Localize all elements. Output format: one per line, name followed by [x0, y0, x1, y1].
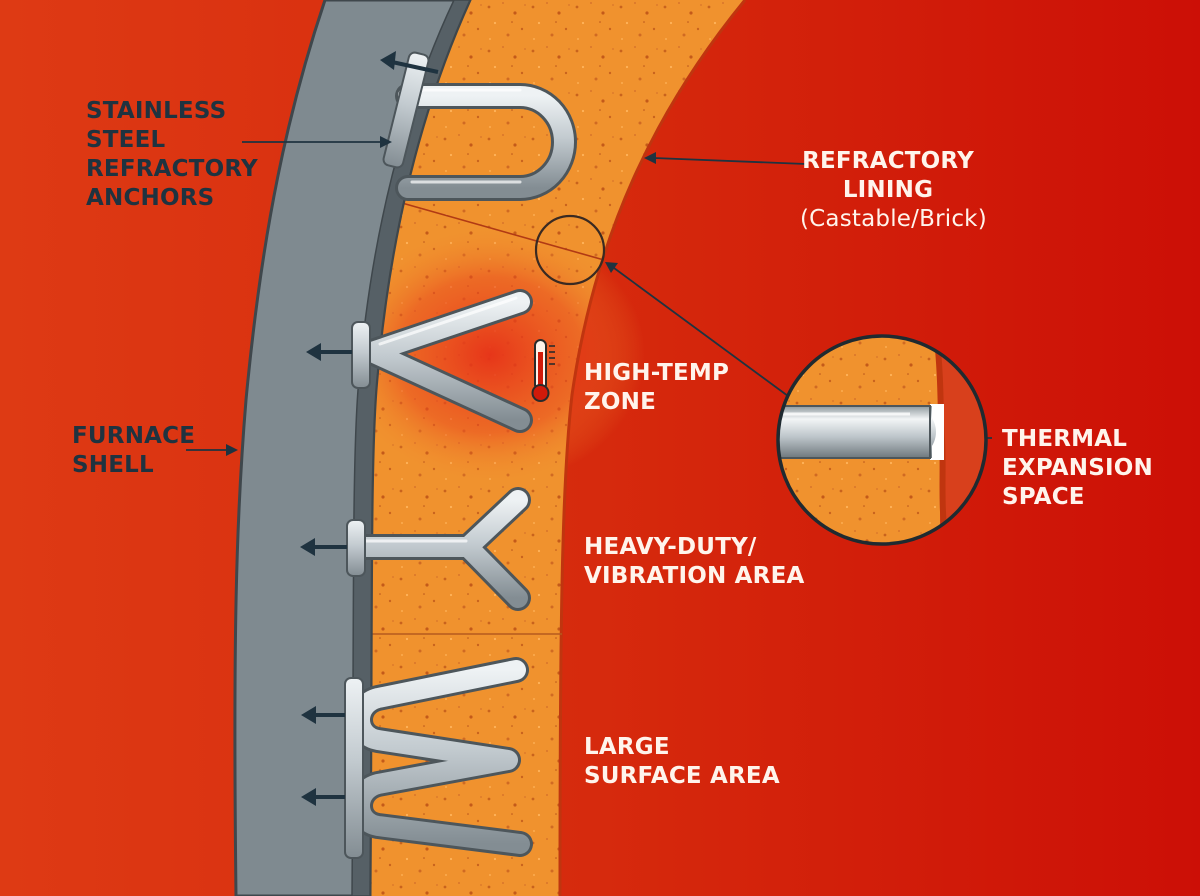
anchors-label: STAINLESS STEEL REFRACTORY ANCHORS — [86, 97, 258, 213]
detail-marker-circle — [534, 214, 606, 286]
anchors-label-line-2: STEEL — [86, 127, 166, 153]
anchors-label-line-4: ANCHORS — [86, 185, 215, 211]
thermal-expansion-label-line-2: EXPANSION — [1002, 455, 1153, 481]
high-temp-glow — [335, 225, 645, 485]
high-temp-zone-label-line-1: HIGH-TEMP — [584, 360, 730, 386]
v-anchor — [351, 289, 533, 433]
y-anchor — [346, 487, 531, 611]
magnifier-callout — [776, 334, 988, 546]
thermometer-icon — [531, 339, 555, 402]
refractory-lining-label: REFRACTORY LINING (Castable/Brick) — [800, 147, 987, 234]
large-surface-label: LARGE SURFACE AREA — [584, 733, 780, 791]
thermal-expansion-label: THERMAL EXPANSION SPACE — [1002, 425, 1153, 512]
mount-arrows — [300, 51, 439, 806]
heavy-duty-label-line-2: VIBRATION AREA — [584, 563, 805, 589]
anchors-label-line-3: REFRACTORY — [86, 156, 258, 182]
w-anchor — [344, 657, 533, 859]
lining-joint-upper — [401, 202, 605, 261]
furnace-shell-inner-band — [351, 0, 471, 896]
refractory-lining-label-line-1: REFRACTORY — [802, 148, 974, 174]
high-temp-zone-label: HIGH-TEMP ZONE — [584, 359, 729, 417]
high-temp-zone-label-line-2: ZONE — [584, 389, 656, 415]
thermal-expansion-label-line-3: SPACE — [1002, 484, 1085, 510]
large-surface-label-line-1: LARGE — [584, 734, 670, 760]
refractory-lining-sublabel: (Castable/Brick) — [800, 206, 987, 232]
furnace-shell-label-line-2: SHELL — [72, 452, 154, 478]
heavy-duty-label: HEAVY-DUTY/ VIBRATION AREA — [584, 533, 805, 591]
furnace-shell-label-line-1: FURNACE — [72, 423, 196, 449]
refractory-lining-label-line-2: LINING — [842, 177, 934, 203]
anchors-label-line-1: STAINLESS — [86, 98, 227, 124]
furnace-shell-label: FURNACE SHELL — [72, 422, 195, 480]
large-surface-label-line-2: SURFACE AREA — [584, 763, 780, 789]
u-anchor — [382, 51, 577, 201]
thermal-expansion-label-line-1: THERMAL — [1002, 426, 1128, 452]
lining-inner-edge — [558, 0, 747, 896]
heavy-duty-label-line-1: HEAVY-DUTY/ — [584, 534, 757, 560]
